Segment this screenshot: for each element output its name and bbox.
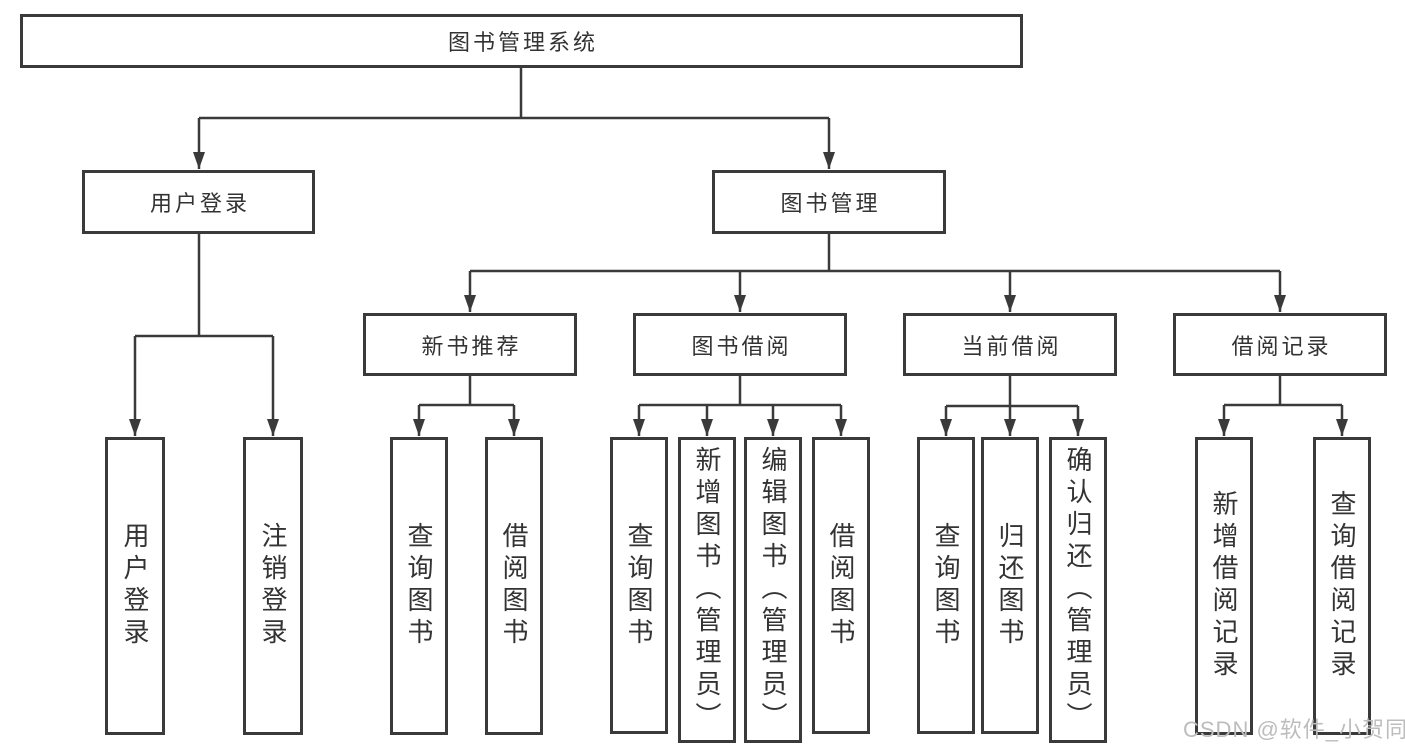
connector-new-book-bus [419,376,514,407]
leaf-query-books-recommendation: 查询图书 [390,437,448,735]
node-book-borrowing: 图书借阅 [633,313,847,376]
connector-root-bus [199,68,829,120]
connector-current-borrowing-bus [946,376,1078,408]
node-label: 归还图书 [995,521,1025,650]
leaf-query-books-current: 查询图书 [917,437,975,734]
node-label: 图书借阅 [691,333,792,359]
node-label: 借阅记录 [1231,333,1332,359]
node-new-book-recommendation: 新书推荐 [363,313,577,376]
node-label: 查询图书 [931,521,961,650]
node-label: 当前借阅 [961,333,1062,359]
node-label: 注销登录 [258,522,288,650]
leaf-logout: 注销登录 [243,437,303,735]
node-label: 查询借阅记录 [1327,490,1357,682]
node-label: 查询图书 [404,522,434,650]
node-label: 确认归还（管理员） [1063,446,1093,734]
node-current-borrowing: 当前借阅 [903,313,1117,376]
node-label: 用户登录 [120,522,150,650]
leaf-query-borrow-record: 查询借阅记录 [1313,437,1371,735]
leaf-return-books: 归还图书 [981,437,1039,734]
node-label: 新书推荐 [421,333,522,359]
node-label: 编辑图书（管理员） [758,446,788,734]
leaf-add-books-admin: 新增图书（管理员） [678,437,736,743]
node-book-management: 图书管理 [712,170,946,234]
node-user-login: 用户登录 [82,170,315,234]
leaf-borrow-books-recommendation: 借阅图书 [485,437,543,735]
leaf-user-login: 用户登录 [105,437,165,735]
leaf-borrow-books-borrowing: 借阅图书 [812,437,870,734]
node-label: 新增借阅记录 [1209,490,1239,682]
node-label: 借阅图书 [499,522,529,650]
csdn-watermark: CSDN @软件_小贺同学 [1183,717,1405,742]
node-label: 查询图书 [624,521,654,650]
node-label: 用户登录 [149,191,250,216]
node-label: 图书管理 [780,191,881,216]
connector-user-login-bus [135,234,273,338]
node-label: 图书管理系统 [447,30,598,55]
connector-borrowing-records-bus [1224,376,1342,407]
node-label: 借阅图书 [826,521,856,650]
node-library-management-system: 图书管理系统 [20,14,1023,68]
leaf-confirm-return-admin: 确认归还（管理员） [1049,437,1107,743]
node-label: 新增图书（管理员） [692,446,722,734]
connector-book-borrowing-bus [639,376,841,407]
node-borrowing-records: 借阅记录 [1173,313,1387,376]
leaf-edit-books-admin: 编辑图书（管理员） [744,437,802,743]
leaf-add-borrow-record: 新增借阅记录 [1195,437,1253,735]
connector-book-mgmt-bus [470,234,1280,273]
leaf-query-books-borrowing: 查询图书 [610,437,668,734]
